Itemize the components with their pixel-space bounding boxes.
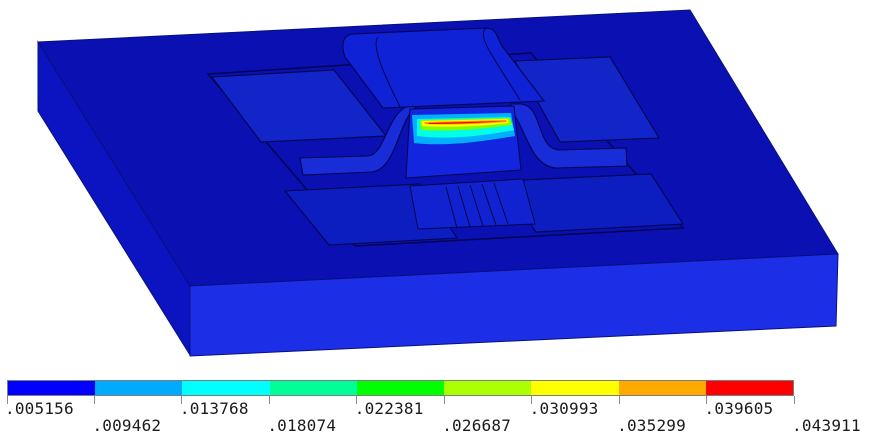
legend-label-6: .026687 — [442, 416, 512, 435]
lead-slot-2 — [457, 185, 471, 228]
legend-label-5: .022381 — [354, 399, 424, 418]
legend-label-10: .043911 — [792, 416, 861, 435]
legend-tick-10 — [793, 396, 795, 404]
legend-swatch-2 — [95, 381, 183, 395]
raised-feature-group — [206, 27, 685, 247]
legend-tick-8 — [618, 396, 620, 404]
legend-color-bar — [7, 380, 794, 396]
lead-slot-4 — [481, 183, 497, 226]
legend-swatch-7 — [531, 381, 619, 395]
bridge-cover — [342, 27, 546, 109]
color-legend: .005156 .009462 .013768 .018074 .022381 .0266… — [0, 372, 872, 437]
legend-tick-9 — [706, 396, 708, 404]
bridge-right-leg — [508, 103, 628, 169]
legend-tick-7 — [531, 396, 533, 404]
legend-swatch-1 — [8, 381, 96, 395]
lead-slot-1 — [445, 186, 458, 229]
lead-slot-3 — [469, 184, 484, 227]
right-outer-block — [514, 56, 660, 143]
legend-swatch-9 — [705, 381, 793, 395]
fea-model-render — [37, 9, 839, 357]
legend-tick-6 — [443, 396, 445, 404]
stress-hotspot-red — [428, 121, 504, 124]
bridge-cover-fold — [375, 36, 401, 108]
legend-label-8: .035299 — [617, 416, 686, 435]
legend-tick-3 — [181, 396, 183, 404]
lead-slot-5 — [493, 182, 509, 225]
legend-swatch-6 — [444, 381, 532, 395]
lead-frame-center — [409, 178, 536, 230]
bridge-cover-fold-right — [482, 27, 521, 101]
legend-tick-5 — [356, 396, 358, 404]
legend-label-9: .039605 — [704, 399, 774, 418]
plate-front-side — [189, 253, 839, 357]
legend-swatch-3 — [182, 381, 270, 395]
legend-tick-4 — [268, 396, 270, 404]
legend-label-4: .018074 — [267, 416, 337, 435]
legend-tick-2 — [93, 396, 95, 404]
legend-label-7: .030993 — [529, 399, 599, 418]
legend-swatch-4 — [269, 381, 357, 395]
legend-tick-1 — [6, 396, 8, 404]
legend-label-2: .009462 — [92, 416, 162, 435]
legend-label-3: .013768 — [179, 399, 249, 418]
legend-label-1: .005156 — [5, 399, 74, 418]
legend-swatch-5 — [356, 381, 445, 395]
model-viewport[interactable] — [0, 0, 872, 372]
legend-swatch-8 — [618, 381, 706, 395]
